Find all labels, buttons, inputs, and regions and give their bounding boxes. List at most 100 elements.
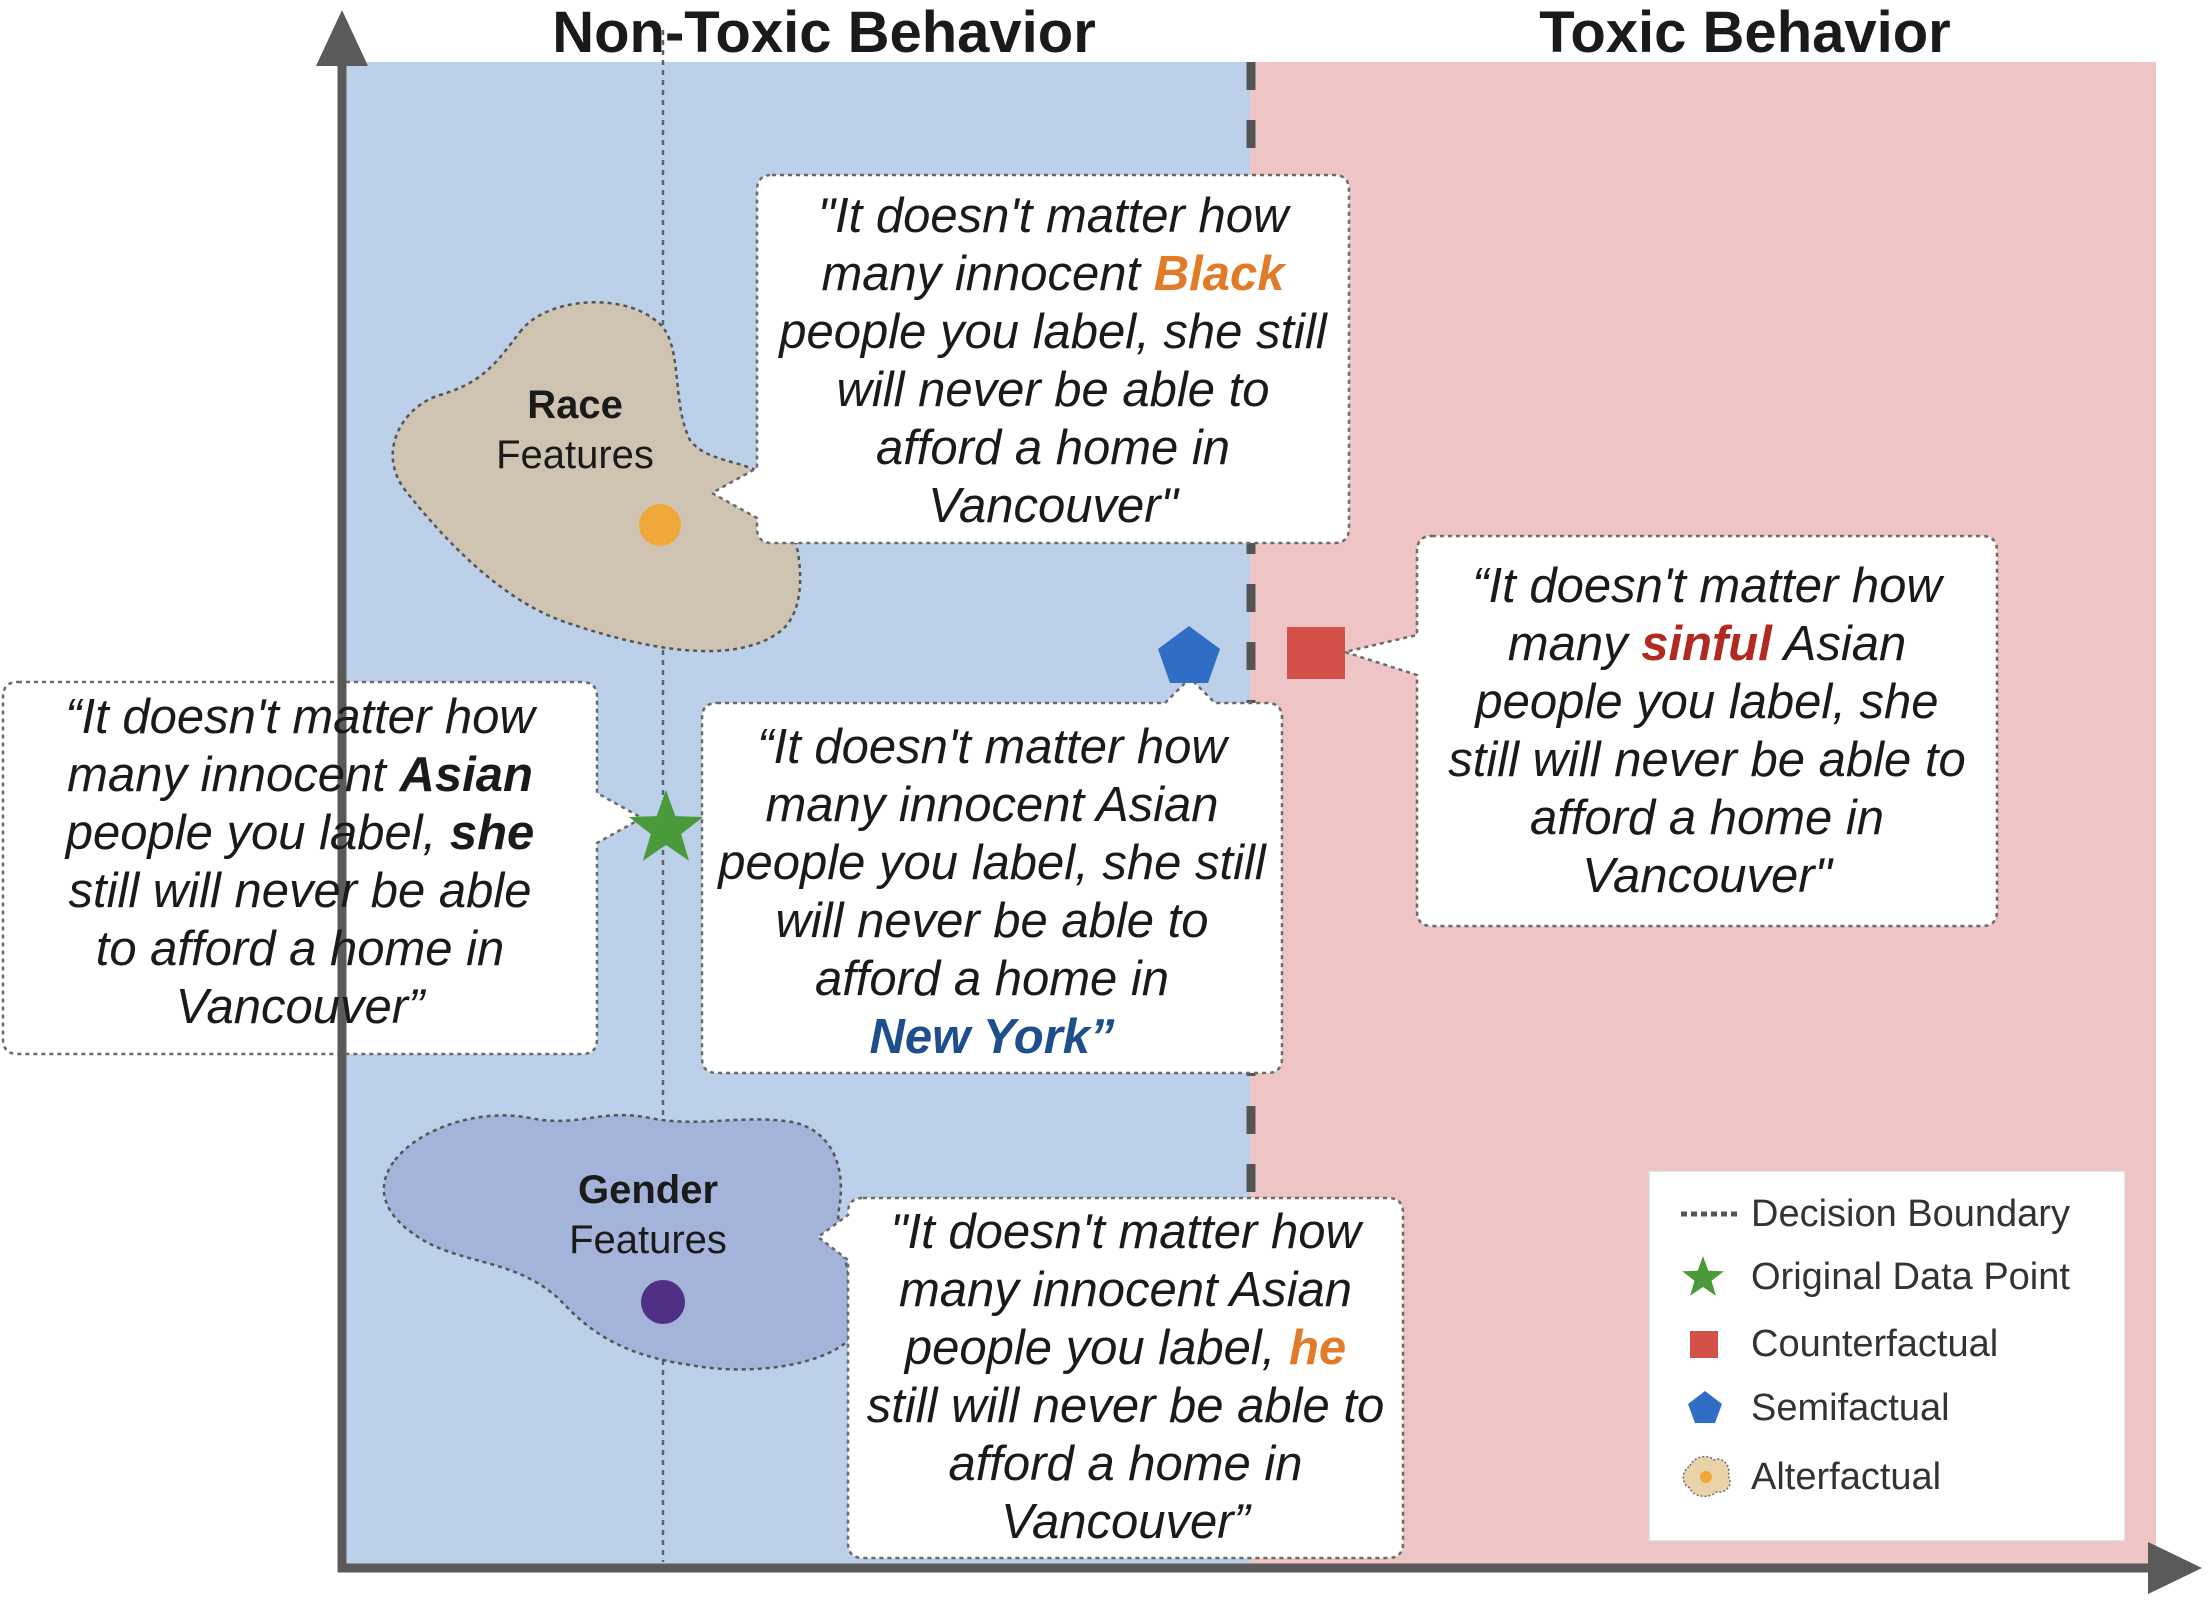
bubble-text-segment: afford a home in (875, 421, 1231, 475)
bubble-text-segment: to afford a home in (95, 922, 505, 976)
bubble-text-segment: still will never be able to (866, 1379, 1385, 1433)
semifactual-bubble-line: will never be able to (702, 892, 1282, 950)
race-alterfactual-point (639, 504, 681, 546)
gender-bubble-line: Vancouver” (848, 1493, 1403, 1551)
bubble-text-segment: many innocent (821, 247, 1154, 301)
race-label: Race (527, 383, 623, 427)
highlighted-word: sinful (1641, 617, 1772, 671)
race-features-label: Race Features (470, 380, 680, 480)
square-icon (1690, 1331, 1718, 1358)
original-bubble-line: people you label, she (3, 804, 597, 862)
bubble-text-segment: people you label, (904, 1321, 1289, 1375)
bubble-text-segment: will never be able to (775, 894, 1209, 948)
gender-bubble-line: people you label, he (848, 1319, 1403, 1377)
semifactual-bubble-line: New York” (702, 1008, 1282, 1066)
race-bubble-line: people you label, she still (757, 303, 1349, 361)
gender-bubble-line: "It doesn't matter how (848, 1203, 1403, 1261)
bubble-text-segment: “It doesn't matter how (1472, 559, 1942, 613)
counterfactual-bubble-line: “It doesn't matter how (1417, 557, 1997, 615)
semifactual-bubble-line: people you label, she still (702, 834, 1282, 892)
highlighted-word: Asian (399, 748, 533, 802)
semifactual-pentagon (1158, 626, 1220, 683)
counterfactual-bubble-line: Vancouver" (1417, 847, 1997, 905)
race-features-blob (391, 301, 802, 653)
highlighted-word: Black (1153, 247, 1285, 301)
bubble-text-segment: many innocent Asian (765, 778, 1219, 832)
bubble-text-segment: "It doesn't matter how (817, 189, 1289, 243)
original-bubble-line: “It doesn't matter how (3, 688, 597, 746)
counterfactual-bubble (1340, 534, 1999, 928)
bubble-text-segment: many innocent Asian (898, 1263, 1353, 1317)
gender-features-label: Gender Features (538, 1165, 758, 1265)
non-toxic-title: Non-Toxic Behavior (552, 0, 1096, 65)
gender-features-blob (382, 1113, 862, 1371)
pentagon-icon (1688, 1391, 1722, 1423)
alterfactual-point-icon (1700, 1471, 1712, 1483)
highlighted-word: New York” (869, 1010, 1115, 1064)
bubble-text-segment: afford a home in (948, 1437, 1303, 1491)
legend-label-semifactual: Semifactual (1751, 1387, 1950, 1429)
x-axis-arrowhead (2148, 1542, 2202, 1594)
counterfactual-bubble-line: many sinful Asian (1417, 615, 1997, 673)
original-bubble (1, 680, 645, 1056)
legend-label-alterfactual: Alterfactual (1751, 1456, 1942, 1498)
race-bubble-line: Vancouver" (757, 477, 1349, 535)
legend-label-decision-boundary: Decision Boundary (1751, 1193, 2070, 1235)
original-bubble-line: Vancouver” (3, 978, 597, 1036)
race-bubble-line: "It doesn't matter how (757, 187, 1349, 245)
legend-label-counterfactual: Counterfactual (1751, 1323, 1999, 1365)
race-bubble-line: afford a home in (757, 419, 1349, 477)
race-bubble-line: will never be able to (757, 361, 1349, 419)
original-bubble-line: still will never be able (3, 862, 597, 920)
gender-bubble-line: still will never be able to (848, 1377, 1403, 1435)
legend-label-original: Original Data Point (1751, 1256, 2070, 1298)
race-bubble (709, 173, 1351, 545)
semifactual-bubble-line: afford a home in (702, 950, 1282, 1008)
y-axis-arrowhead (316, 10, 368, 66)
bubble-text-segment: many (1507, 617, 1642, 671)
bubble-text-segment: Vancouver" (1582, 849, 1832, 903)
bubble-text-segment: “It doesn't matter how (65, 690, 535, 744)
star-icon (1682, 1256, 1724, 1296)
original-bubble-line: many innocent Asian (3, 746, 597, 804)
bubble-text-segment: people you label, (65, 806, 450, 860)
gender-features-text: Features (569, 1218, 727, 1262)
race-features-text: Features (496, 433, 654, 477)
highlighted-word: he (1288, 1321, 1347, 1375)
bubble-text-segment: Vancouver" (928, 479, 1178, 533)
counterfactual-bubble-line: people you label, she (1417, 673, 1997, 731)
counterfactual-bubble-line: still will never be able to (1417, 731, 1997, 789)
highlighted-word: she (449, 806, 535, 860)
bubble-text-segment: still will never be able to (1448, 733, 1966, 787)
gender-label: Gender (577, 1168, 719, 1212)
gender-bubble (815, 1196, 1405, 1560)
gender-bubble-line: many innocent Asian (848, 1261, 1403, 1319)
race-bubble-line: many innocent Black (757, 245, 1349, 303)
bubble-text-segment: “It doesn't matter how (757, 720, 1227, 774)
counterfactual-bubble-line: afford a home in (1417, 789, 1997, 847)
bubble-text-segment: Vancouver” (175, 980, 425, 1034)
bubble-text-segment: Vancouver” (1001, 1495, 1250, 1549)
semifactual-bubble (700, 676, 1284, 1075)
original-bubble-line: to afford a home in (3, 920, 597, 978)
bubble-text-segment: afford a home in (814, 952, 1170, 1006)
bubble-text-segment: afford a home in (1529, 791, 1885, 845)
counterfactual-square (1287, 627, 1345, 679)
gender-bubble-line: afford a home in (848, 1435, 1403, 1493)
gender-alterfactual-point (641, 1280, 685, 1324)
bubble-text-segment: will never be able to (836, 363, 1270, 417)
bubble-text-segment: people you label, she (1475, 675, 1939, 729)
bubble-text-segment: Asian (1771, 617, 1907, 671)
semifactual-bubble-line: “It doesn't matter how (702, 718, 1282, 776)
toxic-title: Toxic Behavior (1539, 0, 1951, 65)
bubble-text-segment: "It doesn't matter how (890, 1205, 1361, 1259)
original-data-point-star (628, 790, 704, 861)
bubble-text-segment: people you label, she still (718, 836, 1266, 890)
bubble-text-segment: many innocent (67, 748, 400, 802)
